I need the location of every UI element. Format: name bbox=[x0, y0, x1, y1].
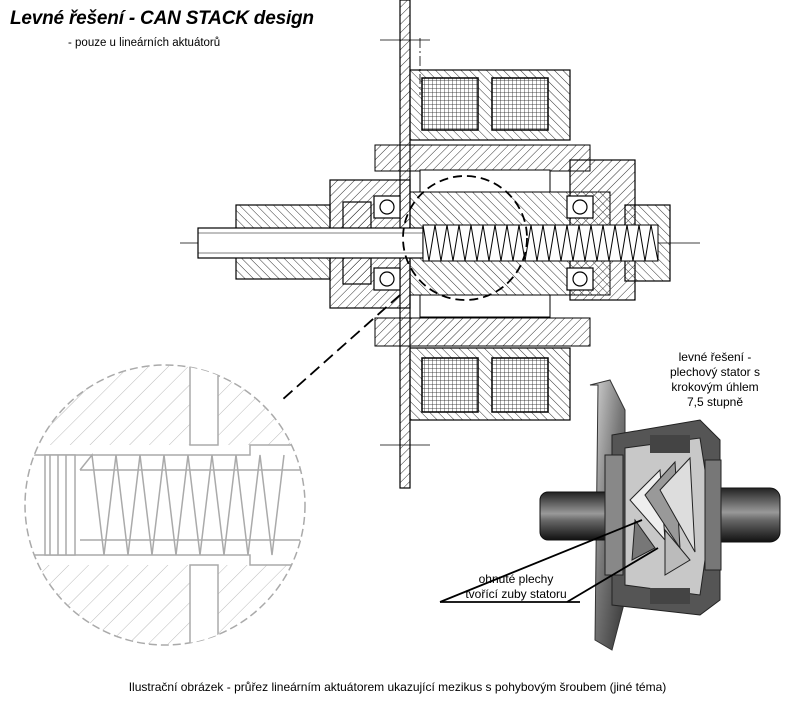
stator-annotation-line: levné řešení - bbox=[678, 350, 752, 364]
bearings bbox=[373, 195, 594, 291]
teeth-annotation: ohnuté plechy tvořící zuby statoru bbox=[448, 572, 584, 602]
pointer-line-1 bbox=[566, 547, 659, 603]
coil-top-right bbox=[491, 77, 549, 131]
stator-annotation: levné řešení - plechový stator s krokový… bbox=[660, 350, 770, 410]
detail-leader-line bbox=[281, 294, 401, 401]
output-shaft bbox=[197, 227, 424, 259]
teeth-annotation-line: tvořící zuby statoru bbox=[465, 587, 567, 601]
coil-bottom-left bbox=[421, 357, 479, 413]
page-title: Levné řešení - CAN STACK design bbox=[10, 8, 314, 29]
stator-annotation-line: 7,5 stupně bbox=[686, 395, 744, 409]
teeth-annotation-line: ohnuté plechy bbox=[478, 572, 554, 586]
magnified-detail bbox=[24, 364, 306, 646]
page-subtitle: - pouze u lineárních aktuátorů bbox=[68, 37, 221, 49]
figure-caption: Ilustrační obrázek - průřez lineárním ak… bbox=[128, 680, 667, 694]
coil-top-left bbox=[421, 77, 479, 131]
detail-circle-marker bbox=[402, 175, 528, 301]
motor-cross-section bbox=[180, 0, 700, 489]
stator-annotation-line: plechový stator s bbox=[669, 365, 761, 379]
coil-bottom-right bbox=[491, 357, 549, 413]
stator-annotation-line: krokovým úhlem bbox=[671, 380, 759, 394]
lead-screw bbox=[422, 224, 659, 262]
cutaway-render bbox=[539, 379, 781, 651]
pointer-line-2 bbox=[439, 519, 643, 603]
